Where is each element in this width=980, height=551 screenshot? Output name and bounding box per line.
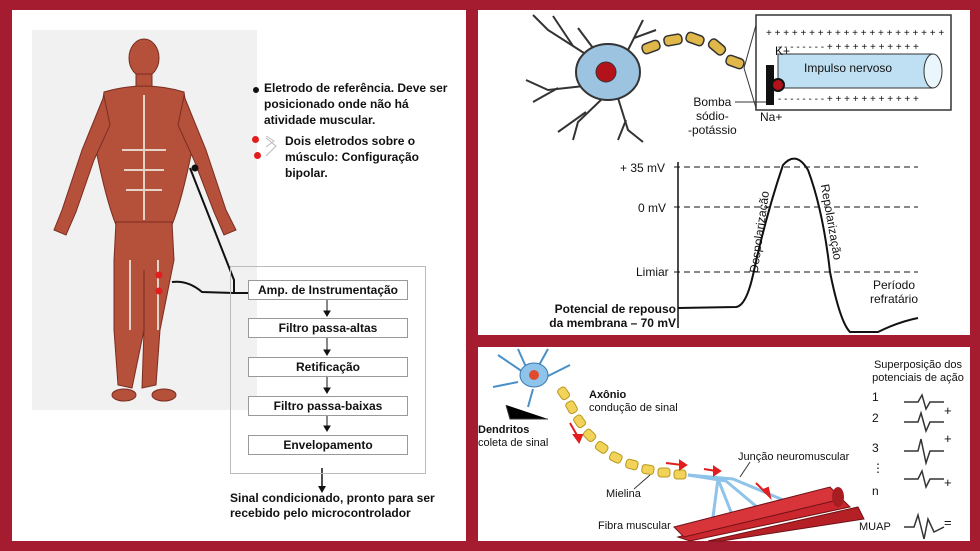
row-label-n: n <box>872 484 879 498</box>
axon-subtitle: condução de sinal <box>589 402 678 414</box>
motor-unit-panel: Axônio condução de sinal Dendritos colet… <box>478 347 970 542</box>
reference-dot <box>253 87 259 93</box>
pipeline-arrows <box>323 299 331 432</box>
pump-bar <box>766 65 774 105</box>
row-label-2: 2 <box>872 411 879 425</box>
bipolar-dot-2 <box>254 152 261 159</box>
svg-text:+ + + + + + + + + + + + + + +: + + + + + + + + + + + + + + + + + + + + … <box>766 28 944 39</box>
resting-potential-label: Potencial de repouso da membrana – 70 mV <box>549 302 676 330</box>
pipeline-step-highpass: Filtro passa-altas <box>248 318 408 338</box>
motor-unit-illustration <box>492 348 945 542</box>
refractory-label: Período refratário <box>870 278 919 306</box>
bipolar-dot-1 <box>252 136 259 143</box>
muscle-body-illustration <box>53 38 237 402</box>
op-equals: = <box>944 515 952 530</box>
dendrites-title: Dendritos <box>478 424 530 436</box>
reference-electrode <box>191 164 199 172</box>
row-label-1: 1 <box>872 390 879 404</box>
anatomy-figure <box>32 30 257 410</box>
pipeline-step-rectification: Retificação <box>248 357 408 377</box>
myelin-label: Mielina <box>606 488 641 500</box>
pipeline-frame <box>230 266 426 474</box>
svg-text:- - - - - - - - + + + + + + +: - - - - - - - - + + + + + + + + + + + <box>778 94 919 105</box>
op-plus-3: + <box>944 475 952 490</box>
muscle-electrode-1 <box>155 271 163 279</box>
output-text: Sinal condicionado, pronto para ser rece… <box>230 491 435 520</box>
neuron-illustration <box>525 14 757 143</box>
label-0mv: 0 mV <box>638 201 667 215</box>
action-potential-panel: + + + + + + + + + + + + + + + + + + + + … <box>478 10 970 335</box>
muscle-electrode-2 <box>155 287 163 295</box>
label-35mv: + 35 mV <box>620 161 666 175</box>
bipolar-text: Dois eletrodos sobre o músculo: Configur… <box>285 134 420 180</box>
pipeline-step-envelope: Envelopamento <box>248 435 408 455</box>
pipeline-step-instrumentation-amp: Amp. de Instrumentação <box>248 280 408 300</box>
superposition-title: Superposição dos potenciais de ação <box>872 359 964 384</box>
muscle-fiber-label: Fibra muscular <box>598 520 671 532</box>
k-plus-label: K+ <box>775 44 791 58</box>
row-label-3: 3 <box>872 441 879 455</box>
op-plus-2: + <box>944 431 952 446</box>
svg-text:- - - - - - - - + + + + + + +: - - - - - - - - + + + + + + + + + + + <box>778 42 919 53</box>
reference-electrode-text: Eletrodo de referência. Deve ser posicio… <box>264 81 448 127</box>
junction-label: Junção neuromuscular <box>738 451 850 463</box>
impulse-label: Impulso nervoso <box>804 61 893 75</box>
na-plus-label: Na+ <box>760 110 783 124</box>
emg-panel: Eletrodo de referência. Deve ser posicio… <box>12 10 466 541</box>
neuron-and-action-potential: + + + + + + + + + + + + + + + + + + + + … <box>525 14 952 333</box>
pump-disc <box>771 78 785 92</box>
op-plus-1: + <box>944 403 952 418</box>
dendrites-subtitle: coleta de sinal <box>478 437 549 449</box>
row-label-ellipsis: ⋮ <box>872 461 884 475</box>
muscle-fibers <box>673 486 865 542</box>
row-label-muap: MUAP <box>859 521 891 533</box>
label-threshold: Limiar <box>636 265 669 279</box>
axon-title: Axônio <box>589 389 627 401</box>
pump-label: Bomba sódio- -potássio <box>688 95 737 137</box>
pipeline-step-lowpass: Filtro passa-baixas <box>248 396 408 416</box>
action-potential-curve <box>677 157 919 333</box>
